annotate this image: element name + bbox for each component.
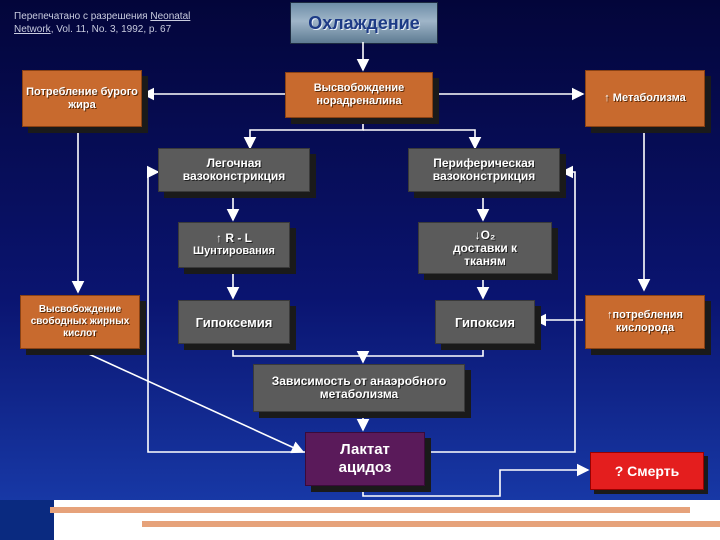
- arrow-lactate-to-peripheral: [425, 165, 576, 453]
- arrow-hypoxia-to-anaerobic: [363, 344, 484, 357]
- box-brown-fat: Потребление бурого жира: [22, 70, 142, 127]
- box-norepinephrine: Высвобождение норадреналина: [285, 72, 433, 118]
- footer-corner: [0, 500, 54, 540]
- footer-accent-bar-1: [50, 507, 690, 513]
- box-anaerobic-dependence: Зависимость от анаэробного метаболизма: [253, 364, 465, 412]
- box-hypoxemia: Гипоксемия: [178, 300, 290, 344]
- arrow-to-pulmonary: [243, 117, 364, 150]
- box-pulmonary-vasoconstriction: Легочная вазоконстрикция: [158, 148, 310, 192]
- arrow-hypoxemia-to-anaerobic: [232, 344, 370, 364]
- credit-link-network[interactable]: Network: [14, 24, 51, 35]
- box-death: ? Смерть: [590, 452, 704, 490]
- box-oxygen-consumption: ↑потребления кислорода: [585, 295, 705, 349]
- footer-band: [0, 500, 720, 540]
- credit-text: Перепечатано с разрешения Neonatal Netwo…: [14, 11, 191, 35]
- arrow-ffa-to-lactate: [79, 349, 305, 454]
- box-hypoxia: Гипоксия: [435, 300, 535, 344]
- box-peripheral-vasoconstriction: Периферическая вазоконстрикция: [408, 148, 560, 192]
- credit-link-neonatal[interactable]: Neonatal: [150, 11, 191, 22]
- footer-accent-bar-2: [142, 521, 720, 527]
- box-lactate-acidosis: Лактат ацидоз: [305, 432, 425, 486]
- arrow-to-peripheral: [363, 129, 482, 150]
- arrow-lactate-to-pulmonary: [146, 165, 305, 453]
- box-rl-shunt: ↑ R - L Шунтирования: [178, 222, 290, 268]
- box-metabolism: ↑ Метаболизма: [585, 70, 705, 127]
- box-o2-delivery: ↓O₂ доставки к тканям: [418, 222, 552, 274]
- diagram-title: Охлаждение: [290, 2, 438, 44]
- box-free-fatty-acids: Высвобождение свободных жирных кислот: [20, 295, 140, 349]
- arrow-lactate-to-death: [362, 463, 590, 497]
